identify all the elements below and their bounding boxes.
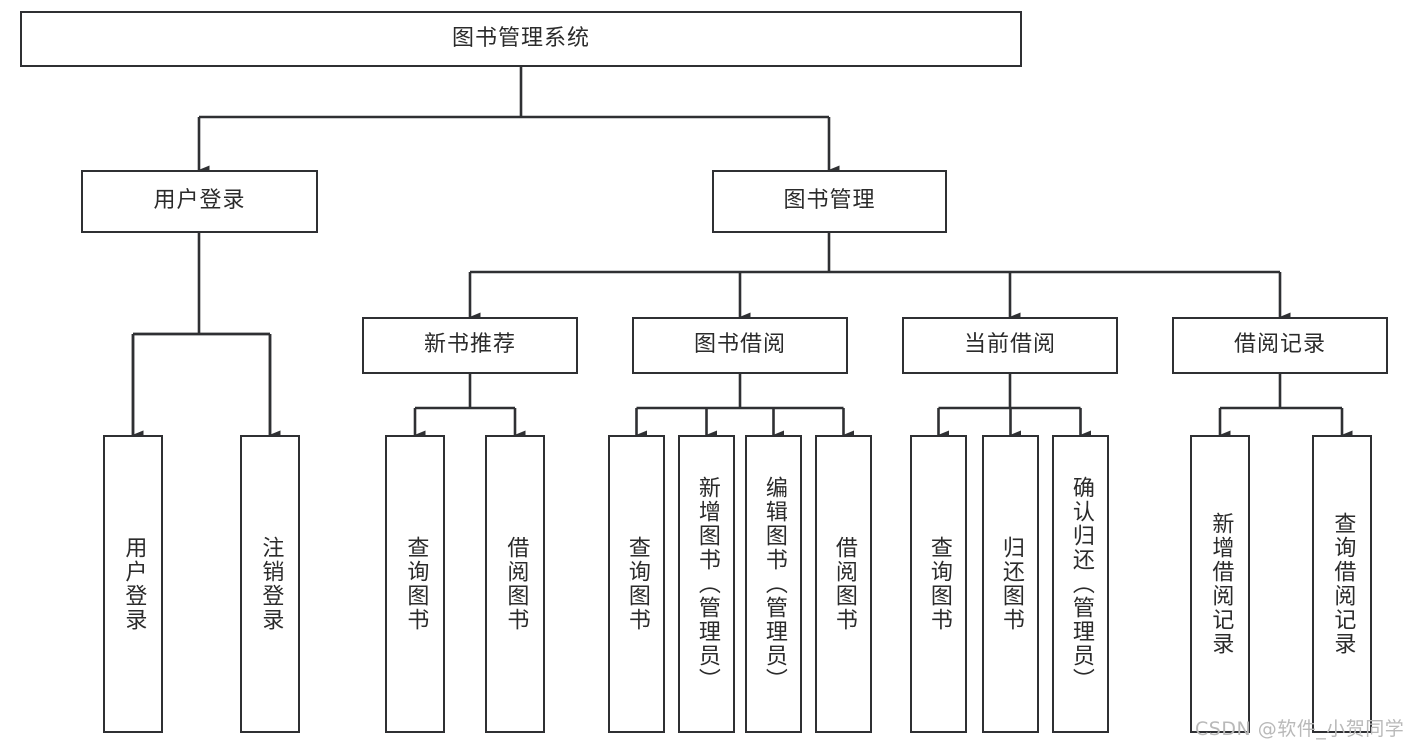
node-root-label: 图书管理系统 (451, 25, 590, 51)
leaf-node-5[interactable]: 新增图书（管理员） (678, 435, 735, 733)
node-new-book-recommend-label: 新书推荐 (423, 332, 516, 358)
node-borrow-record-label: 借阅记录 (1233, 332, 1326, 358)
leaf-node-12-label: 查询借阅记录 (1330, 512, 1356, 656)
leaf-node-8-label: 查询图书 (926, 536, 952, 632)
leaf-node-0[interactable]: 用户登录 (103, 435, 163, 733)
node-user-login-label: 用户登录 (153, 188, 246, 214)
node-borrow-record[interactable]: 借阅记录 (1172, 317, 1388, 374)
leaf-node-9[interactable]: 归还图书 (982, 435, 1039, 733)
leaf-node-10-label: 确认归还（管理员） (1068, 476, 1094, 692)
node-book-borrow[interactable]: 图书借阅 (632, 317, 848, 374)
leaf-node-9-label: 归还图书 (998, 536, 1024, 632)
leaf-node-11[interactable]: 新增借阅记录 (1190, 435, 1250, 733)
leaf-node-3[interactable]: 借阅图书 (485, 435, 545, 733)
leaf-node-6[interactable]: 编辑图书（管理员） (745, 435, 802, 733)
leaf-node-2-label: 查询图书 (403, 536, 429, 632)
node-current-borrow[interactable]: 当前借阅 (902, 317, 1118, 374)
node-book-management-label: 图书管理 (783, 188, 876, 214)
leaf-node-2[interactable]: 查询图书 (385, 435, 445, 733)
leaf-node-3-label: 借阅图书 (503, 536, 529, 632)
leaf-node-1-label: 注销登录 (258, 536, 284, 632)
node-root[interactable]: 图书管理系统 (20, 11, 1022, 67)
node-book-management[interactable]: 图书管理 (712, 170, 947, 233)
leaf-node-10[interactable]: 确认归还（管理员） (1052, 435, 1109, 733)
node-user-login[interactable]: 用户登录 (81, 170, 318, 233)
leaf-node-4-label: 查询图书 (624, 536, 650, 632)
leaf-node-8[interactable]: 查询图书 (910, 435, 967, 733)
leaf-node-0-label: 用户登录 (121, 536, 147, 632)
leaf-node-12[interactable]: 查询借阅记录 (1312, 435, 1372, 733)
leaf-node-1[interactable]: 注销登录 (240, 435, 300, 733)
connector-lines (131, 67, 1353, 440)
node-current-borrow-label: 当前借阅 (963, 332, 1056, 358)
leaf-node-5-label: 新增图书（管理员） (694, 476, 720, 692)
leaf-node-7-label: 借阅图书 (831, 536, 857, 632)
node-new-book-recommend[interactable]: 新书推荐 (362, 317, 578, 374)
leaf-node-6-label: 编辑图书（管理员） (761, 476, 787, 692)
leaf-node-7[interactable]: 借阅图书 (815, 435, 872, 733)
leaf-node-4[interactable]: 查询图书 (608, 435, 665, 733)
node-book-borrow-label: 图书借阅 (693, 332, 786, 358)
leaf-node-11-label: 新增借阅记录 (1208, 512, 1234, 656)
